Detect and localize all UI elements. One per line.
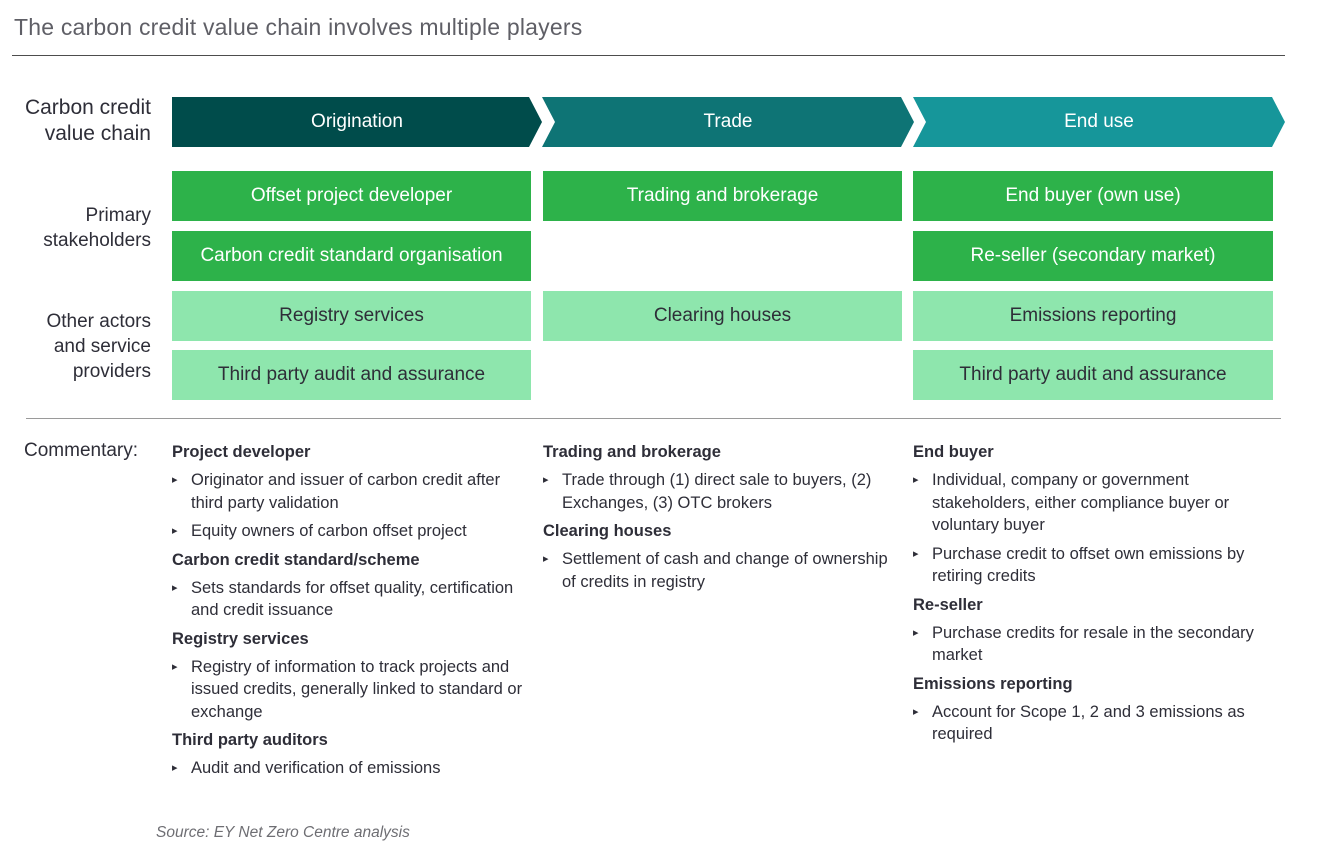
commentary-bullet: Equity owners of carbon offset project: [172, 520, 524, 543]
other-third-party-audit-end-use: Third party audit and assurance: [913, 350, 1273, 400]
commentary-bullet: Settlement of cash and change of ownersh…: [543, 548, 893, 593]
other-emissions-reporting: Emissions reporting: [913, 291, 1273, 341]
row-label-primary-stakeholders: Primary stakeholders: [43, 205, 151, 251]
primary-end-buyer: End buyer (own use): [913, 171, 1273, 221]
commentary-heading: Re-seller: [913, 595, 983, 614]
commentary-bullet: Trade through (1) direct sale to buyers,…: [543, 469, 893, 514]
commentary-trade: Trading and brokerage Trade through (1) …: [543, 441, 893, 599]
row-label-value-chain: Carbon credit value chain: [24, 96, 151, 145]
commentary-origination: Project developer Originator and issuer …: [172, 441, 524, 786]
stage-end-use-chevron: End use: [913, 97, 1285, 147]
commentary-heading: Carbon credit standard/scheme: [172, 550, 420, 569]
commentary-bullet: Purchase credit to offset own emissions …: [913, 543, 1273, 588]
commentary-bullet: Individual, company or government stakeh…: [913, 469, 1273, 537]
primary-standard-organisation: Carbon credit standard organisation: [172, 231, 531, 281]
commentary-bullet: Registry of information to track project…: [172, 656, 524, 724]
commentary-bullet: Sets standards for offset quality, certi…: [172, 577, 524, 622]
commentary-heading: Registry services: [172, 629, 309, 648]
commentary-heading: End buyer: [913, 443, 994, 461]
stage-trade-chevron: Trade: [542, 97, 914, 147]
page-title: The carbon credit value chain involves m…: [14, 14, 583, 40]
stage-origination-chevron: Origination: [172, 97, 542, 147]
commentary-bullet: Audit and verification of emissions: [172, 757, 524, 780]
primary-trading-brokerage: Trading and brokerage: [543, 171, 902, 221]
other-third-party-audit-origination: Third party audit and assurance: [172, 350, 531, 400]
row-label-other-actors: Other actors and service providers: [46, 311, 151, 382]
commentary-bullet: Account for Scope 1, 2 and 3 emissions a…: [913, 701, 1273, 746]
commentary-heading: Trading and brokerage: [543, 443, 721, 461]
commentary-bullet: Originator and issuer of carbon credit a…: [172, 469, 524, 514]
primary-re-seller: Re-seller (secondary market): [913, 231, 1273, 281]
commentary-heading: Project developer: [172, 443, 311, 461]
commentary-heading: Third party auditors: [172, 731, 328, 749]
commentary-bullet: Purchase credits for resale in the secon…: [913, 622, 1273, 667]
commentary-end-use: End buyer Individual, company or governm…: [913, 441, 1273, 752]
source-note: Source: EY Net Zero Centre analysis: [156, 824, 410, 841]
commentary-heading: Clearing houses: [543, 522, 672, 540]
section-divider: [26, 418, 1281, 419]
other-clearing-houses: Clearing houses: [543, 291, 902, 341]
other-registry-services: Registry services: [172, 291, 531, 341]
primary-offset-project-developer: Offset project developer: [172, 171, 531, 221]
commentary-label: Commentary:: [24, 440, 139, 461]
title-divider: [12, 55, 1285, 56]
commentary-heading: Emissions reporting: [913, 674, 1073, 693]
